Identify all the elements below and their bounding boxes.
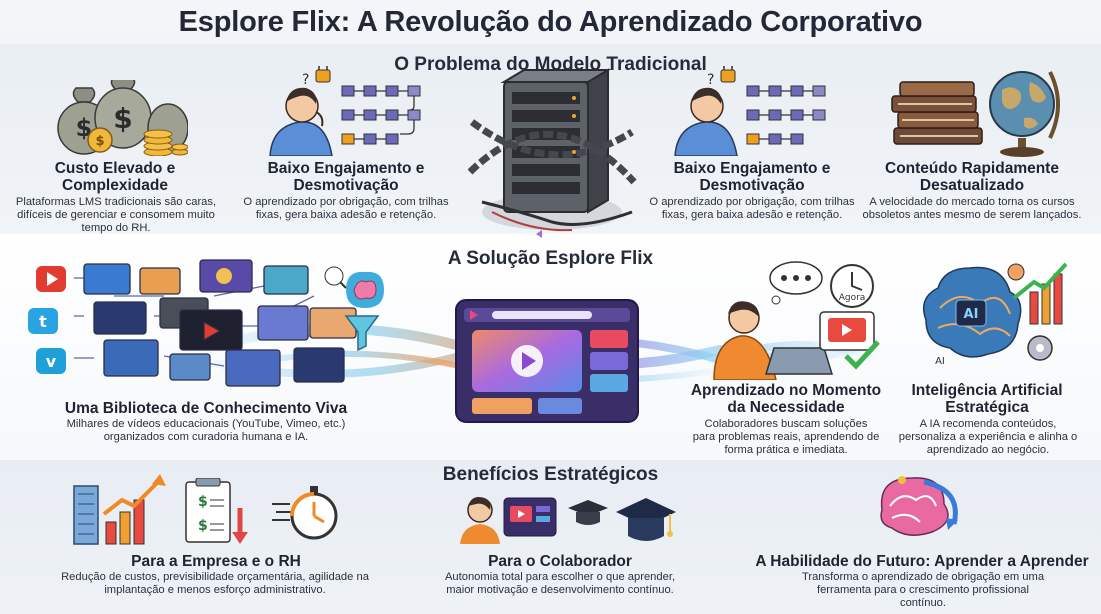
problem-text-3: O aprendizado por obrigação, com trilhas… [649,196,855,221]
clock-label: Agora [839,293,866,303]
benefit-heading-2: Para o Colaborador [488,553,632,570]
solution-text-1: Milhares de vídeos educacionais (YouTube… [66,418,346,443]
learning-brain-icon [872,470,968,546]
globe-icon [980,62,1068,158]
clock-icon: Agora [828,262,876,310]
funnel-icon [344,312,380,352]
brain-icon [340,268,390,312]
growth-chart-icon [70,474,170,546]
solution-text-3: A IA recomenda conteúdos, personaliza a … [898,418,1078,456]
old-books-icon [888,70,988,150]
benefit-text-3: Transforma o aprendizado de obrigação em… [801,571,1045,609]
benefit-text-2: Autonomia total para escolher o que apre… [444,571,676,596]
problem-heading-1: Custo Elevado e Complexidade [54,160,176,194]
stressed-person-icon-2: ? [665,66,845,156]
chained-server-icon [462,62,642,242]
solution-heading-3: Inteligência Artificial Estratégica [911,382,1063,416]
problem-heading-2: Baixo Engajamento e Desmotivação [267,160,425,194]
stressed-person-icon: ? [260,66,440,156]
ai-small-label: AI [935,356,945,367]
video-network-icon: t v [14,256,414,396]
benefit-heading-3: A Habilidade do Futuro: Aprender a Apren… [755,553,1089,570]
laptop-person-icon [700,256,890,380]
svg-text:$: $ [95,134,104,149]
ai-chip-label: AI [964,307,979,322]
learner-screen-icon [458,492,558,544]
page-title: Esplore Flix: A Revolução do Aprendizado… [178,6,923,38]
svg-text:?: ? [302,72,309,88]
benefit-text-1: Redução de custos, previsibilidade orçam… [61,571,369,596]
stopwatch-icon [270,482,340,542]
problem-heading-4: Conteúdo Rapidamente Desatualizado [885,160,1059,194]
graduation-cap-icon [566,492,676,552]
solution-heading-1: Uma Biblioteca de Conhecimento Viva [64,400,348,417]
benefit-heading-1: Para a Empresa e o RH [131,553,301,570]
ai-brain-icon: AI AI [910,258,1070,382]
problem-text-4: A velocidade do mercado torna os cursos … [862,196,1082,221]
svg-text:$: $ [113,102,132,135]
svg-text:t: t [39,312,47,331]
problem-text-1: Plataformas LMS tradicionais são caras, … [15,196,217,234]
svg-text:$: $ [198,518,208,534]
problem-heading-3: Baixo Engajamento e Desmotivação [673,160,831,194]
problem-text-2: O aprendizado por obrigação, com trilhas… [243,196,449,221]
problem-section-title: O Problema do Modelo Tradicional [394,54,707,75]
svg-text:?: ? [707,72,714,88]
solution-heading-2: Aprendizado no Momento da Necessidade [690,382,882,416]
solution-section-title: A Solução Esplore Flix [447,248,654,269]
svg-text:$: $ [198,494,208,510]
solution-text-2: Colaboradores buscam soluções para probl… [692,418,880,456]
benefits-section-title: Benefícios Estratégicos [442,464,659,485]
invoice-icon: $ $ [182,478,256,548]
svg-text:$: $ [76,114,93,142]
money-bags-icon: $ $ $ [48,80,188,156]
video-player-icon [452,296,642,426]
svg-text:v: v [46,352,57,371]
